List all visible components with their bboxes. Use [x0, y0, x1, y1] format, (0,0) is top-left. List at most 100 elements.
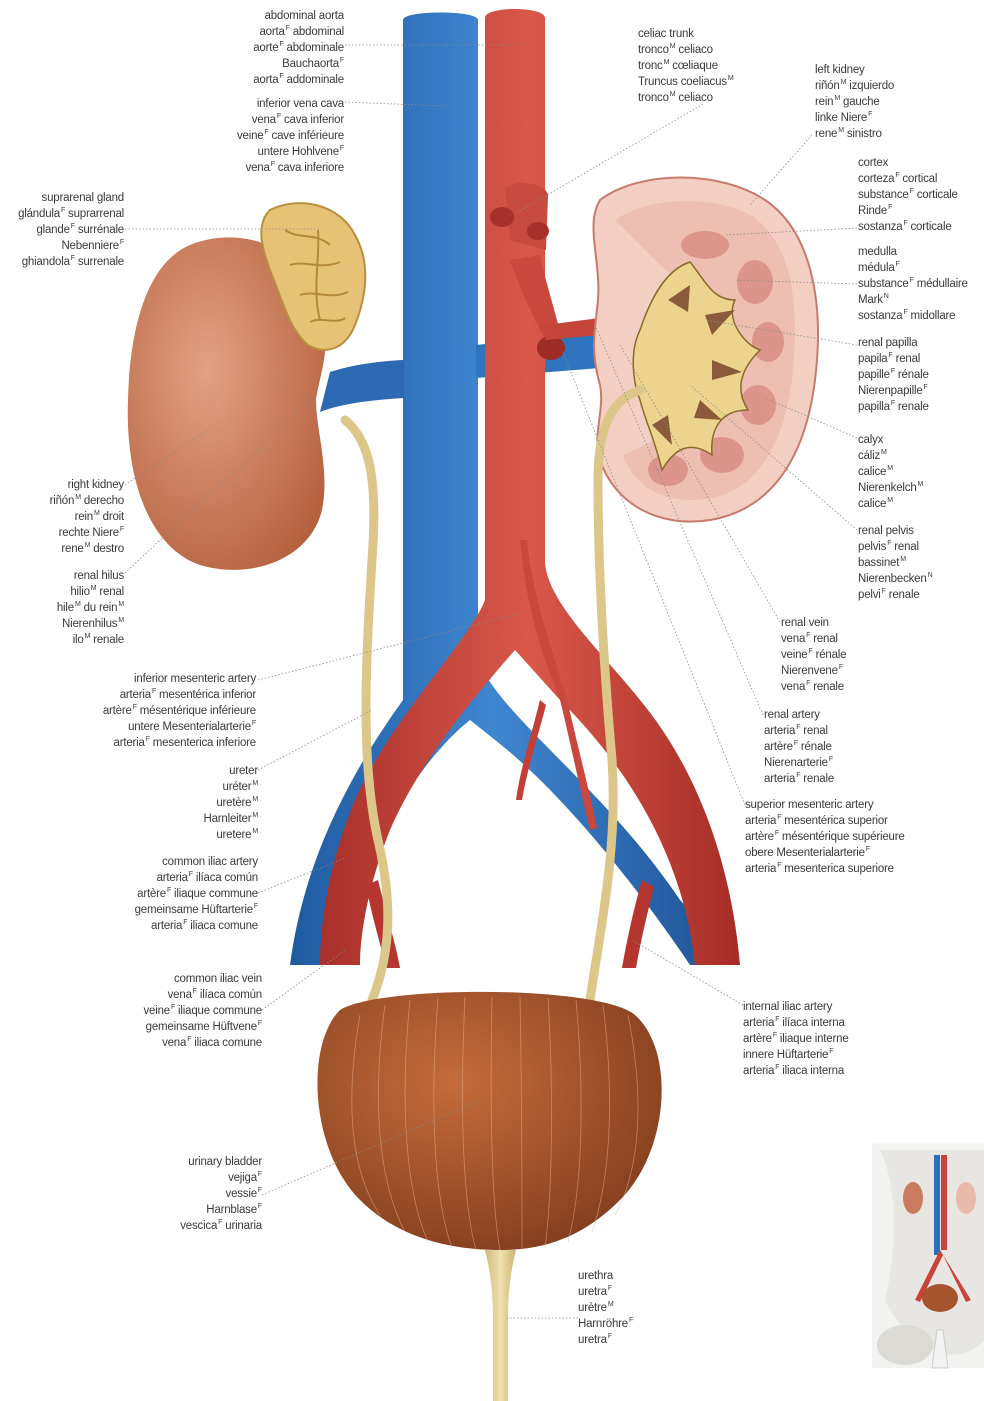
label-line: vessieF	[180, 1186, 262, 1202]
label-line: uretereM	[204, 827, 259, 843]
label-line: renal papilla	[858, 335, 929, 351]
label-line: innere HüftarterieF	[743, 1047, 849, 1063]
label-line: NierenarterieF	[764, 755, 834, 771]
label-line: HarnleiterM	[204, 811, 259, 827]
label-renal-artery: renal arteryarteriaF renalartèreF rénale…	[764, 707, 834, 787]
label-line: aortaF addominale	[253, 72, 344, 88]
label-line: NierenpapilleF	[858, 383, 929, 399]
label-line: glandeF surrénale	[18, 222, 124, 238]
label-line: reneM sinistro	[815, 126, 894, 142]
label-line: right kidney	[50, 477, 124, 493]
label-line: HarnröhreF	[578, 1316, 633, 1332]
label-line: arteriaF renal	[764, 723, 834, 739]
label-line: reinM gauche	[815, 94, 894, 110]
label-line: glándulaF suprarrenal	[18, 206, 124, 222]
label-line: vescicaF urinaria	[180, 1218, 262, 1234]
label-line: rechte NiereF	[50, 525, 124, 541]
label-line: inferior vena cava	[237, 96, 344, 112]
label-line: internal iliac artery	[743, 999, 849, 1015]
body-location-thumbnail-icon	[872, 1143, 984, 1368]
label-line: medulla	[858, 244, 968, 260]
label-line: vejigaF	[180, 1170, 262, 1186]
label-line: left kidney	[815, 62, 894, 78]
label-line: pelviF renale	[858, 587, 932, 603]
label-line: abdominal aorta	[253, 8, 344, 24]
label-line: obere MesenterialarterieF	[745, 845, 905, 861]
label-right-kidney: right kidneyriñónM derechoreinM droitrec…	[50, 477, 124, 557]
label-line: venaF cava inferior	[237, 112, 344, 128]
label-ureter: ureteruréterMuretèreMHarnleiterMuretereM	[204, 763, 259, 843]
label-line: médulaF	[858, 260, 968, 276]
label-line: cálizM	[858, 448, 923, 464]
label-line: riñónM izquierdo	[815, 78, 894, 94]
label-line: linke NiereF	[815, 110, 894, 126]
label-calyx: calyxcálizMcaliceMNierenkelchMcaliceM	[858, 432, 923, 512]
label-line: suprarenal gland	[18, 190, 124, 206]
left-kidney-section-shape	[593, 178, 817, 522]
label-line: iloM renale	[57, 632, 124, 648]
label-line: BauchaortaF	[253, 56, 344, 72]
label-line: reinM droit	[50, 509, 124, 525]
label-line: papilaF renal	[858, 351, 929, 367]
label-line: Truncus coeliacusM	[638, 74, 734, 90]
label-line: pelvisF renal	[858, 539, 932, 555]
label-line: untere HohlveneF	[237, 144, 344, 160]
label-line: MarkN	[858, 292, 968, 308]
label-line: caliceM	[858, 464, 923, 480]
label-line: renal artery	[764, 707, 834, 723]
label-line: substanceF médullaire	[858, 276, 968, 292]
label-line: artèreF iliaque interne	[743, 1031, 849, 1047]
label-line: arteriaF mesentérica superior	[745, 813, 905, 829]
label-line: sostanzaF midollare	[858, 308, 968, 324]
label-celiac-trunk: celiac trunktroncoM celiacotroncM cœliaq…	[638, 26, 734, 106]
label-line: superior mesenteric artery	[745, 797, 905, 813]
label-line: cortex	[858, 155, 958, 171]
label-line: uretraF	[578, 1332, 633, 1348]
label-line: substanceF corticale	[858, 187, 958, 203]
label-line: calyx	[858, 432, 923, 448]
label-line: common iliac artery	[135, 854, 258, 870]
label-line: ureter	[204, 763, 259, 779]
label-line: uretèreM	[204, 795, 259, 811]
label-line: riñónM derecho	[50, 493, 124, 509]
label-line: venaF renal	[781, 631, 846, 647]
label-line: untere MesenterialarterieF	[103, 719, 256, 735]
label-line: renal pelvis	[858, 523, 932, 539]
label-line: gemeinsame HüftveneF	[143, 1019, 262, 1035]
label-line: artèreF rénale	[764, 739, 834, 755]
label-line: venaF cava inferiore	[237, 160, 344, 176]
label-line: troncM cœliaque	[638, 58, 734, 74]
label-line: inferior mesenteric artery	[103, 671, 256, 687]
label-line: renal vein	[781, 615, 846, 631]
label-line: uretraF	[578, 1284, 633, 1300]
label-line: artèreF mésentérique inférieure	[103, 703, 256, 719]
label-line: venaF iliaca comune	[143, 1035, 262, 1051]
label-line: uréterM	[204, 779, 259, 795]
label-line: troncoM celiaco	[638, 90, 734, 106]
label-line: NierenhilusM	[57, 616, 124, 632]
label-line: artèreF mésentérique supérieure	[745, 829, 905, 845]
label-line: cortezaF cortical	[858, 171, 958, 187]
label-line: urethra	[578, 1268, 633, 1284]
label-line: artèreF iliaque commune	[135, 886, 258, 902]
label-line: caliceM	[858, 496, 923, 512]
label-line: arteriaF ilíaca interna	[743, 1015, 849, 1031]
label-line: aorteF abdominale	[253, 40, 344, 56]
label-line: urètreM	[578, 1300, 633, 1316]
label-line: arteriaF ilíaca común	[135, 870, 258, 886]
label-line: common iliac vein	[143, 971, 262, 987]
label-renal-vein: renal veinvenaF renalveineF rénaleNieren…	[781, 615, 846, 695]
label-line: gemeinsame HüftarterieF	[135, 902, 258, 918]
label-line: papillaF renale	[858, 399, 929, 415]
label-line: renal hilus	[57, 568, 124, 584]
label-abdominal-aorta: abdominal aortaaortaF abdominalaorteF ab…	[253, 8, 344, 88]
label-line: venaF renale	[781, 679, 846, 695]
